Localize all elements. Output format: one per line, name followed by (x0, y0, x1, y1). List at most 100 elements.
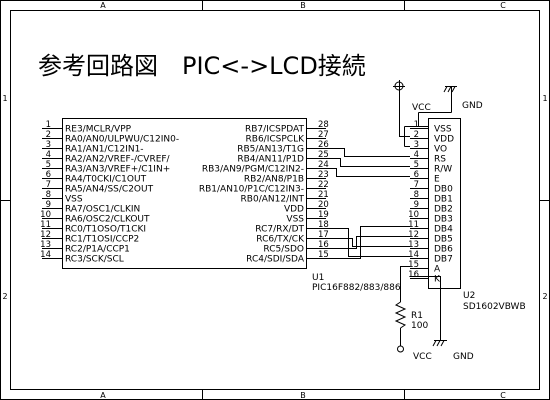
gnd-bottom-symbol (432, 340, 447, 347)
vcc-bottom-label: VCC (413, 352, 432, 362)
lcd-pin-label: VSS (434, 125, 452, 135)
lcd-pin-number: 2 (414, 130, 419, 140)
mcu-pin-number: 11 (40, 220, 51, 230)
gnd-top-symbol (443, 86, 457, 93)
mcu-pin-number: 14 (40, 250, 51, 260)
lcd-pin-number: 1 (414, 120, 419, 130)
lcd-pin-label: DB6 (434, 245, 453, 255)
frame-row-2-right: 2 (542, 292, 547, 301)
mcu-pin-number: 24 (318, 160, 329, 170)
lcd-pin-label: DB4 (434, 225, 453, 235)
frame-row-1-right: 1 (542, 94, 547, 103)
mcu-pin-number: 28 (318, 120, 329, 130)
frame-row-2-left: 2 (2, 292, 7, 301)
lcd-pin-label: VO (434, 145, 447, 155)
resistor-value: 100 (411, 321, 428, 331)
lcd-pin-number: 10 (408, 210, 419, 220)
lcd-pin-number: 15 (408, 260, 419, 270)
lcd-pin-number: 6 (414, 170, 419, 180)
lcd-pin-number: 13 (408, 240, 419, 250)
mcu-pin-number: 8 (46, 190, 51, 200)
mcu-pin-label: RA6/OSC2/CLKOUT (65, 215, 150, 225)
mcu-pin-number: 3 (46, 140, 51, 150)
diagram-title: 参考回路図 PIC<->LCD接続 (38, 52, 366, 80)
mcu-pin-label: RA7/OSC1/CLKIN (65, 205, 140, 215)
mcu-pin-label: RC7/RX/DT (255, 225, 304, 235)
mcu-pin-label: RA3/AN3/VREF+/C1IN+ (65, 165, 170, 175)
frame-col-a-top: A (100, 1, 106, 10)
mcu-pin-label: RC5/SDO (263, 245, 304, 255)
mcu-pin-label: RB7/ICSPDAT (245, 125, 304, 135)
lcd-pin-label: DB0 (434, 185, 453, 195)
mcu-pin-number: 6 (46, 170, 51, 180)
mcu-pin-label: RB4/AN11/P1D (237, 155, 304, 165)
mcu-pin-label: RA5/AN4/SS/C2OUT (65, 185, 154, 195)
frame-col-c-top: C (500, 1, 506, 10)
mcu-pin-number: 12 (40, 230, 51, 240)
mcu-pin-label: RA0/AN0/ULPWU/C12IN0- (65, 135, 179, 145)
mcu-pin-number: 25 (318, 150, 329, 160)
lcd-pin-label: K (434, 275, 441, 285)
mcu-pin-number: 4 (46, 150, 51, 160)
mcu-pin-label: RB3/AN9/PGM/C12IN2- (202, 165, 304, 175)
mcu-pin-label: RA4/T0CKI/C1OUT (65, 175, 147, 185)
frame-col-b-top: B (300, 1, 306, 10)
lcd-pin-label: RS (434, 155, 446, 165)
lcd-pin-label: DB2 (434, 205, 453, 215)
resistor-ref: R1 (411, 311, 423, 321)
frame-col-c-bottom: C (500, 391, 506, 400)
mcu-pin-number: 23 (318, 170, 329, 180)
lcd-pin-label: VDD (434, 135, 454, 145)
mcu-pin-label: RB2/AN8/P1B (244, 175, 304, 185)
frame-col-a-bottom: A (100, 391, 106, 400)
mcu-pin-number: 22 (318, 180, 329, 190)
mcu-pin-label: RC4/SDI/SDA (246, 255, 305, 265)
mcu-pin-label: RC6/TX/CK (256, 235, 305, 245)
mcu-pin-number: 17 (318, 230, 329, 240)
lcd-pin-number: 16 (408, 270, 419, 280)
mcu-ref: U1 (312, 273, 324, 283)
mcu-pin-number: 5 (46, 160, 51, 170)
lcd-pin-number: 7 (414, 180, 419, 190)
mcu-pin-label: RC1/T1OSI/CCP2 (65, 235, 139, 245)
lcd-pin-number: 11 (408, 220, 419, 230)
lcd-pin-number: 4 (414, 150, 419, 160)
lcd-pin-label: E (434, 175, 440, 185)
signal-wires (326, 148, 410, 259)
mcu-pin-label: RB6/ICSPCLK (246, 135, 306, 145)
lcd-pin-number: 9 (414, 200, 419, 210)
mcu-pin-number: 16 (318, 240, 329, 250)
mcu-pin-number: 19 (318, 210, 329, 220)
mcu-pin-label: RA1/AN1/C12IN1- (65, 145, 144, 155)
frame-col-b-bottom: B (300, 391, 306, 400)
mcu-pin-label: RB5/AN13/T1G (237, 145, 304, 155)
mcu-pin-number: 21 (318, 190, 329, 200)
mcu-pin-label: RC2/P1A/CCP1 (65, 245, 130, 255)
mcu-pin-label: RB0/AN12/INT (241, 195, 305, 205)
mcu-pin-number: 7 (46, 180, 51, 190)
mcu-right-pins: 28RB7/ICSPDAT27RB6/ICSPCLK26RB5/AN13/T1G… (199, 120, 329, 265)
mcu-pin-number: 13 (40, 240, 51, 250)
lcd-pin-number: 14 (408, 250, 419, 260)
lcd-pin-label: DB7 (434, 255, 453, 265)
mcu-pin-number: 18 (318, 220, 329, 230)
lcd-pin-number: 3 (414, 140, 419, 150)
lcd-pin-label: DB1 (434, 195, 453, 205)
lcd-pin-label: R/W (434, 165, 452, 175)
lcd-pin-label: DB3 (434, 215, 453, 225)
mcu-pin-label: RC0/T1OSO/T1CKI (65, 225, 146, 235)
mcu-pin-number: 20 (318, 200, 329, 210)
mcu-pin-label: VSS (65, 195, 83, 205)
mcu-pin-label: RE3/MCLR/VPP (65, 125, 132, 135)
lcd-ref: U2 (463, 291, 475, 301)
lcd-part: SD1602VBWB (463, 302, 526, 312)
resistor-r1 (394, 301, 407, 329)
lcd-pin-number: 12 (408, 230, 419, 240)
mcu-pin-label: RB1/AN10/P1C/C12IN3- (199, 185, 304, 195)
mcu-part: PIC16F882/883/886 (312, 283, 401, 293)
lcd-pin-label: A (434, 265, 441, 275)
